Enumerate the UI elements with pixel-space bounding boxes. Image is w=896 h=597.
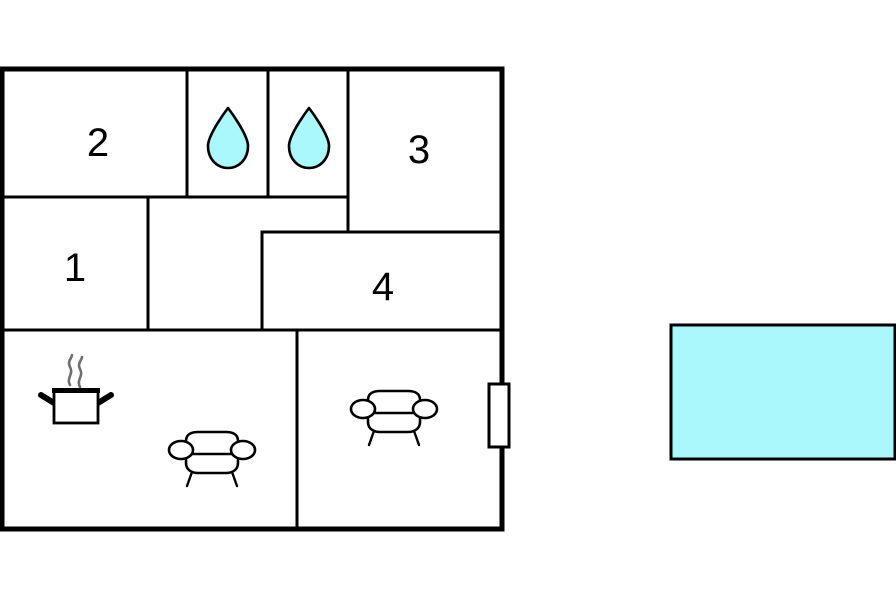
room-label-2: 2 (87, 121, 109, 165)
room-label-3: 3 (408, 128, 430, 172)
pot-body (52, 389, 100, 425)
sofa-legs (367, 429, 421, 447)
sofa-icon (167, 430, 257, 488)
sofa-legs (185, 470, 239, 488)
pot-handle-right (95, 392, 114, 406)
sofa-body (184, 430, 240, 475)
pool-rectangle (669, 323, 896, 461)
window-icon (487, 382, 511, 449)
water-droplet-icon (206, 106, 250, 170)
sofa-icon (349, 389, 439, 447)
room-label-4: 4 (372, 265, 394, 309)
sofa-armrest-right (411, 398, 439, 420)
droplet-shape-left (206, 106, 250, 170)
bathroom-icons (206, 106, 331, 170)
steam-lines (67, 353, 84, 389)
room-labels: 2 3 1 4 (64, 121, 430, 309)
pot-rim (52, 388, 100, 393)
room-label-1: 1 (64, 246, 86, 290)
sofa-armrest-right (229, 439, 257, 461)
pot-handle-left (38, 392, 57, 406)
window-frame (487, 382, 511, 449)
interior-walls (2, 68, 502, 529)
sofa-armrest-left (349, 398, 377, 420)
pool-shape (669, 323, 896, 461)
droplet-shape-right (287, 106, 331, 170)
water-droplet-icon (287, 106, 331, 170)
sofa-body (366, 389, 422, 434)
cooking-pot-icon (38, 353, 114, 425)
sofa-armrest-left (167, 439, 195, 461)
